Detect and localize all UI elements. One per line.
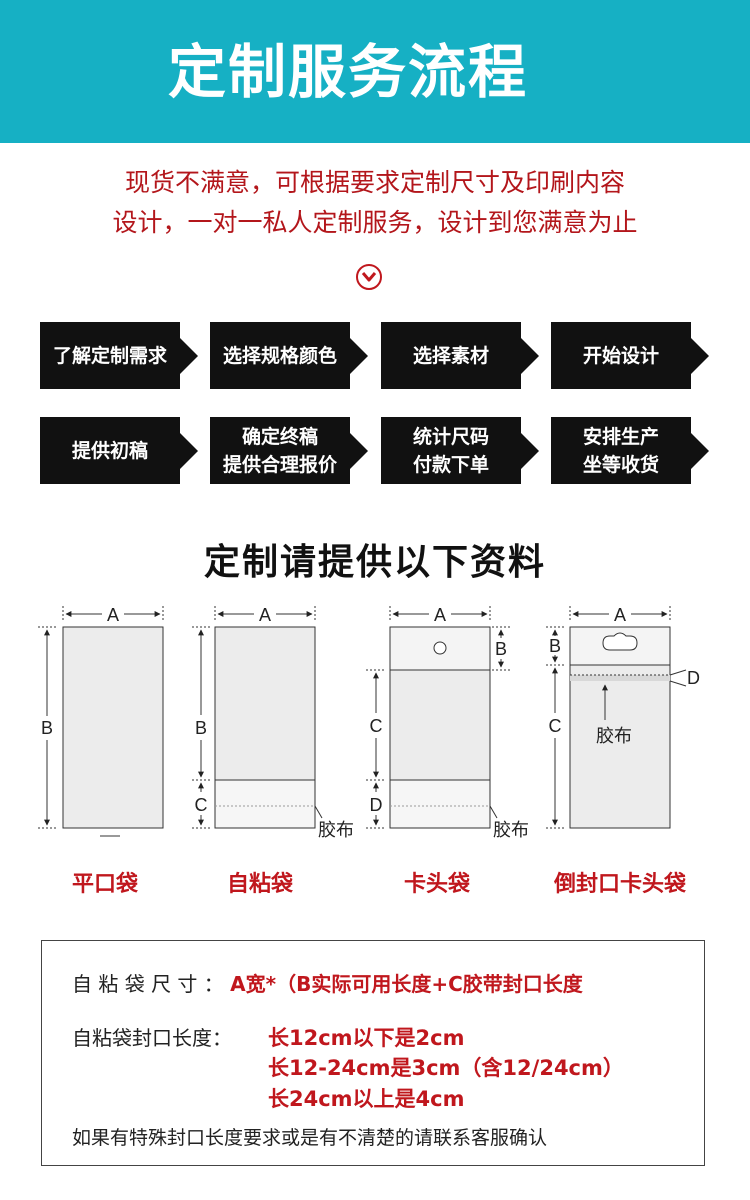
bag-name-reverse-seal: 倒封口卡头袋 [553,872,686,897]
intro-line-2: 设计，一对一私人定制服务，设计到您满意为止 [112,208,638,237]
header-card-b-label: B [495,639,507,659]
reverse-seal-d-label: D [687,668,700,688]
self-adhesive-tape-label: 胶布 [318,820,354,840]
self-adhesive-bag-diagram [192,606,323,829]
reverse-seal-b-label: B [549,636,561,656]
flat-bag-b-label: B [41,718,53,738]
step-choose-material: 选择素材 [381,322,539,389]
step-label: 确定终稿 [241,425,318,448]
step-label: 开始设计 [582,344,659,367]
page-title: 定制服务流程 [168,37,529,106]
reverse-seal-a-label: A [614,605,626,625]
step-choose-spec: 选择规格颜色 [210,322,368,389]
flat-bag-a-label: A [107,605,119,625]
step-production: 安排生产 坐等收货 [551,417,709,484]
header-card-d-label: D [370,795,383,815]
intro-text: 现货不满意，可根据要求定制尺寸及印刷内容 设计，一对一私人定制服务，设计到您满意… [0,163,750,243]
chevron-down-circle-icon [356,264,382,290]
step-label: 提供初稿 [71,439,148,462]
step-label: 选择素材 [412,344,489,367]
step-label-2: 坐等收货 [582,453,659,476]
seal-rule-1: 长12cm以下是2cm [268,1026,465,1050]
size-value: A宽*（B实际可用长度+C胶带封口长度 [230,972,583,996]
reverse-seal-c-label: C [549,716,562,736]
step-label: 选择规格颜色 [222,344,337,367]
seal-rule-3: 长24cm以上是4cm [268,1087,465,1111]
header-card-c-label: C [370,716,383,736]
reverse-seal-tape-label: 胶布 [596,726,632,746]
seal-rule-2: 长12-24cm是3cm（含12/24cm） [268,1056,624,1080]
self-adhesive-a-label: A [259,605,271,625]
step-understand-needs: 了解定制需求 [40,322,198,389]
contact-note: 如果有特殊封口长度要求或是有不清楚的请联系客服确认 [72,1127,548,1149]
size-info-box: 自 粘 袋 尺 寸 ： A宽*（B实际可用长度+C胶带封口长度 自粘袋封口长度：… [41,940,705,1166]
materials-title: 定制请提供以下资料 [203,542,546,583]
flat-bag-diagram [38,606,164,837]
step-first-draft: 提供初稿 [40,417,198,484]
self-adhesive-b-label: B [195,718,207,738]
header-banner: 定制服务流程 [0,0,750,143]
self-adhesive-c-label: C [195,795,208,815]
step-final-draft: 确定终稿 提供合理报价 [210,417,368,484]
size-row: 自 粘 袋 尺 寸 ： A宽*（B实际可用长度+C胶带封口长度 [72,968,583,997]
bag-name-header-card: 卡头袋 [403,872,470,897]
header-card-a-label: A [434,605,446,625]
step-label: 安排生产 [582,425,659,448]
step-order: 统计尺码 付款下单 [381,417,539,484]
reverse-seal-bag-diagram [546,606,687,829]
step-label-2: 付款下单 [412,453,489,476]
bag-diagrams: A B A B C 胶布 [38,605,700,840]
intro-line-1: 现货不满意，可根据要求定制尺寸及印刷内容 [124,168,625,197]
step-label: 统计尺码 [412,425,489,448]
step-label: 了解定制需求 [52,344,167,367]
seal-label: 自粘袋封口长度： [72,1026,232,1050]
header-card-tape-label: 胶布 [493,820,529,840]
header-card-bag-diagram [366,606,512,829]
size-label: 自 粘 袋 尺 寸 ： [72,972,224,996]
step-label-2: 提供合理报价 [222,453,337,476]
bag-name-flat: 平口袋 [71,872,138,897]
step-start-design: 开始设计 [551,322,709,389]
bag-name-self-adhesive: 自粘袋 [226,872,293,897]
